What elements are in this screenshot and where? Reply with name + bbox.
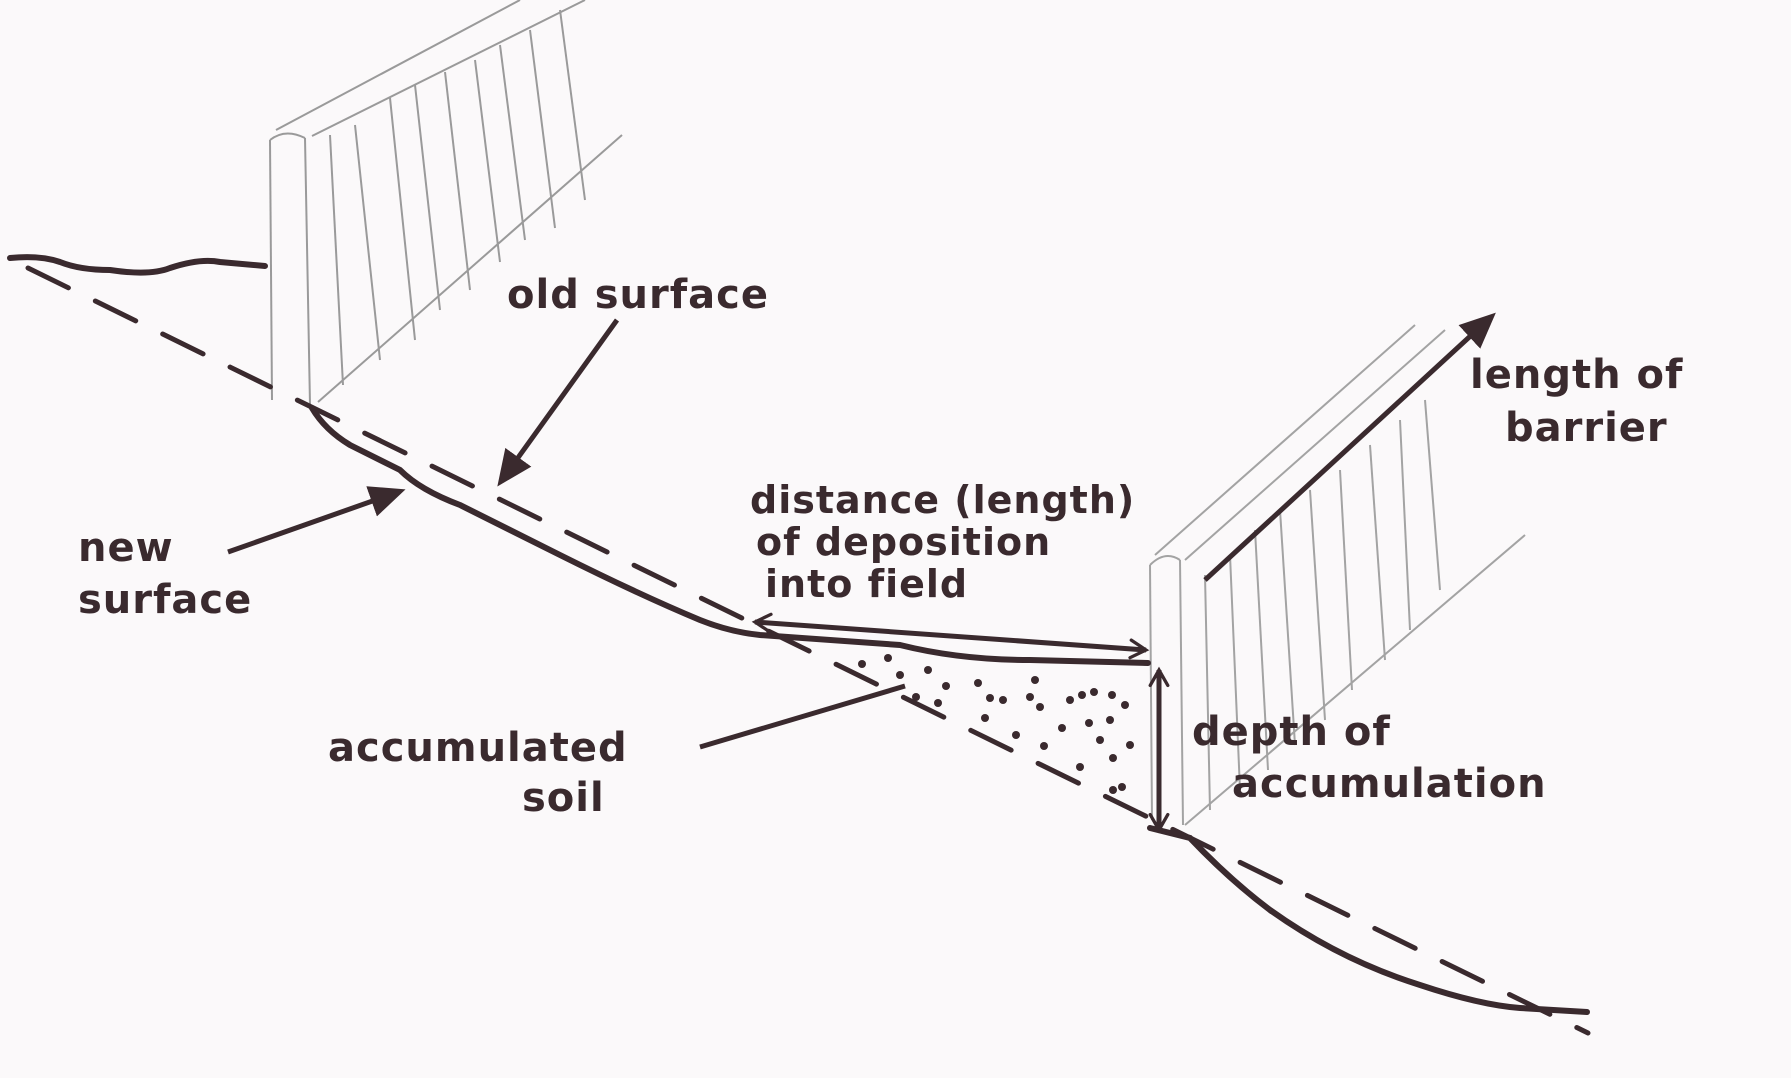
old-surface-arrow <box>497 318 620 487</box>
label-distance-line3: into field <box>765 562 969 606</box>
label-distance-line1: distance (length) <box>750 478 1136 522</box>
label-depth-line1: depth of <box>1192 709 1391 755</box>
new-surface-arrow <box>227 486 406 555</box>
label-depth-line2: accumulation <box>1232 761 1547 807</box>
label-accumulated-line2: soil <box>522 775 605 821</box>
label-new-surface-line1: new <box>78 525 174 571</box>
accumulated-soil-arrow <box>699 683 906 750</box>
label-accumulated-line1: accumulated <box>328 725 628 771</box>
label-length-line1: length of <box>1470 352 1684 398</box>
downslope-barrier <box>1149 324 1526 826</box>
new-surface-line-lower <box>1147 825 1590 1015</box>
label-new-surface-line2: surface <box>78 577 253 623</box>
accumulated-soil-stipple <box>858 654 1134 794</box>
label-old-surface: old surface <box>507 272 769 318</box>
distance-arrow <box>751 612 1150 660</box>
upslope-barrier <box>269 0 623 406</box>
old-surface-line <box>25 265 1591 1036</box>
label-length-line2: barrier <box>1505 405 1668 451</box>
label-distance-line2: of deposition <box>756 520 1052 564</box>
hill-line <box>7 254 268 276</box>
length-arrow <box>1203 312 1496 582</box>
